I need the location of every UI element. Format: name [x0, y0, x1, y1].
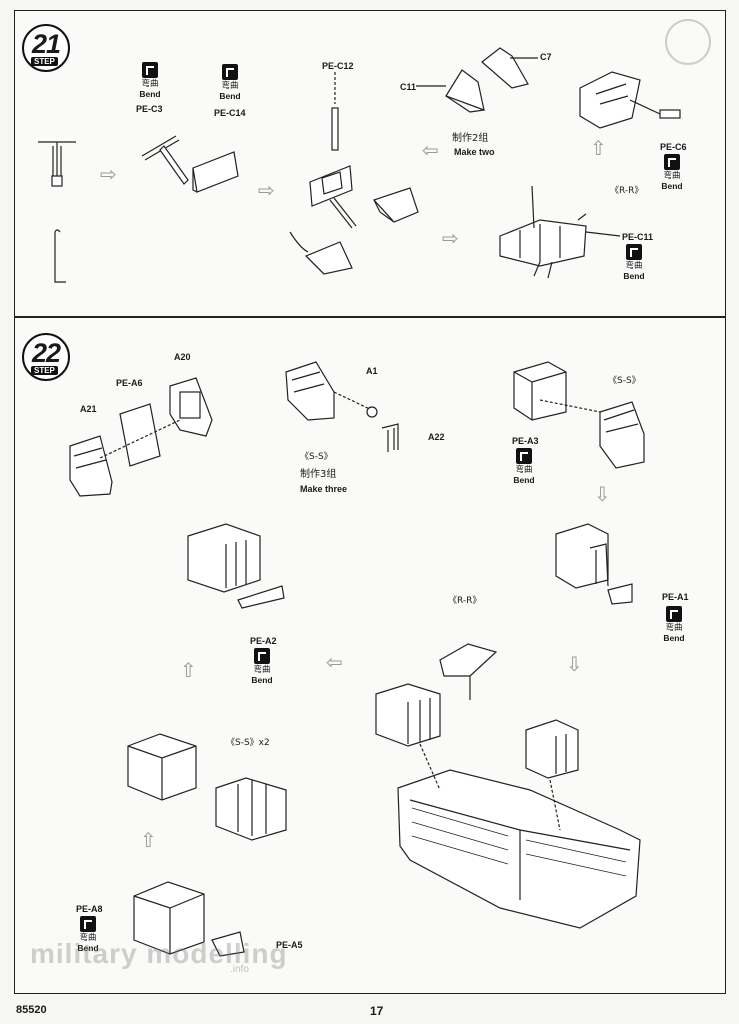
- page-number: 17: [370, 1004, 384, 1018]
- label-pe-a1: PE-A1: [662, 592, 689, 602]
- label-a20: A20: [174, 352, 191, 362]
- bend-en: Bend: [623, 271, 645, 281]
- label-pe-c12: PE-C12: [322, 61, 354, 71]
- arrow-icon: ⇧: [180, 658, 197, 682]
- arrow-icon: ⇩: [594, 482, 611, 506]
- bend-note-pe-a1: 弯曲 Bend: [654, 606, 694, 643]
- label-pe-a2: PE-A2: [250, 636, 277, 646]
- make-three-cn: 制作3组: [300, 469, 337, 480]
- make-two-en: Make two: [454, 147, 495, 157]
- label-pe-c3: PE-C3: [136, 104, 163, 114]
- arrow-icon: ⇦: [326, 650, 343, 674]
- arrow-icon: ⇨: [100, 162, 117, 186]
- bend-icon: [222, 64, 238, 80]
- label-s-s-1: 《S-S》: [300, 452, 333, 462]
- bend-icon: [516, 448, 532, 464]
- watermark: military modelling: [30, 938, 288, 969]
- bend-note-pe-c6: 弯曲 Bend: [652, 154, 692, 191]
- bend-en: Bend: [513, 475, 535, 485]
- step-number: 22: [31, 338, 61, 368]
- label-pe-a8: PE-A8: [76, 904, 103, 914]
- bend-cn: 弯曲: [665, 623, 683, 633]
- bend-cn: 弯曲: [515, 465, 533, 475]
- label-s-s-x2: 《S-S》x2: [226, 738, 270, 748]
- bend-note-pe-a8: 弯曲 Bend: [68, 916, 108, 953]
- make-two-cn: 制作2组: [452, 133, 489, 144]
- bend-note-pe-c11: 弯曲 Bend: [614, 244, 654, 281]
- bend-icon: [626, 244, 642, 260]
- bend-note-pe-a2: 弯曲 Bend: [242, 648, 282, 685]
- label-pe-c6: PE-C6: [660, 142, 687, 152]
- make-three-en: Make three: [300, 484, 348, 494]
- product-code: 85520: [16, 1004, 47, 1016]
- label-c11: C11: [400, 82, 417, 92]
- bend-en: Bend: [139, 89, 161, 99]
- bend-en: Bend: [77, 943, 99, 953]
- bend-icon: [142, 62, 158, 78]
- label-pe-a6: PE-A6: [116, 378, 143, 388]
- bend-icon: [80, 916, 96, 932]
- watermark-sub: .info: [230, 964, 249, 975]
- label-a21: A21: [80, 404, 97, 414]
- label-pe-c11: PE-C11: [622, 232, 654, 242]
- bend-cn: 弯曲: [141, 79, 159, 89]
- bend-note-pe-c14: 弯曲 Bend: [210, 64, 250, 101]
- step-number: 21: [31, 29, 61, 59]
- label-pe-a5: PE-A5: [276, 940, 303, 950]
- bend-icon: [254, 648, 270, 664]
- step-22-badge: 22 STEP: [22, 333, 70, 381]
- bend-en: Bend: [663, 633, 685, 643]
- label-a1: A1: [366, 366, 378, 376]
- step-21-panel: [14, 10, 726, 317]
- label-pe-c14: PE-C14: [214, 108, 246, 118]
- bend-icon: [664, 154, 680, 170]
- bend-cn: 弯曲: [221, 81, 239, 91]
- label-r-r-22: 《R-R》: [448, 596, 482, 606]
- arrow-icon: ⇨: [258, 178, 275, 202]
- bend-cn: 弯曲: [663, 171, 681, 181]
- bend-cn: 弯曲: [625, 261, 643, 271]
- arrow-icon: ⇩: [566, 652, 583, 676]
- bend-note-pe-a3: 弯曲 Bend: [504, 448, 544, 485]
- bend-note-pe-c3: 弯曲 Bend: [130, 62, 170, 99]
- step-label: STEP: [31, 366, 58, 375]
- label-a22: A22: [428, 432, 445, 442]
- bend-cn: 弯曲: [79, 933, 97, 943]
- label-r-r-21: 《R-R》: [610, 186, 644, 196]
- label-c7: C7: [540, 52, 552, 62]
- label-s-s-2: 《S-S》: [608, 376, 641, 386]
- arrow-icon: ⇧: [140, 828, 157, 852]
- label-pe-a3: PE-A3: [512, 436, 539, 446]
- step-label: STEP: [31, 57, 58, 66]
- bend-en: Bend: [219, 91, 241, 101]
- arrow-icon: ⇨: [442, 226, 459, 250]
- arrow-icon: ⇦: [422, 138, 439, 162]
- bend-en: Bend: [661, 181, 683, 191]
- bend-icon: [666, 606, 682, 622]
- step-21-badge: 21 STEP: [22, 24, 70, 72]
- bend-en: Bend: [251, 675, 273, 685]
- arrow-icon: ⇧: [590, 136, 607, 160]
- bend-cn: 弯曲: [253, 665, 271, 675]
